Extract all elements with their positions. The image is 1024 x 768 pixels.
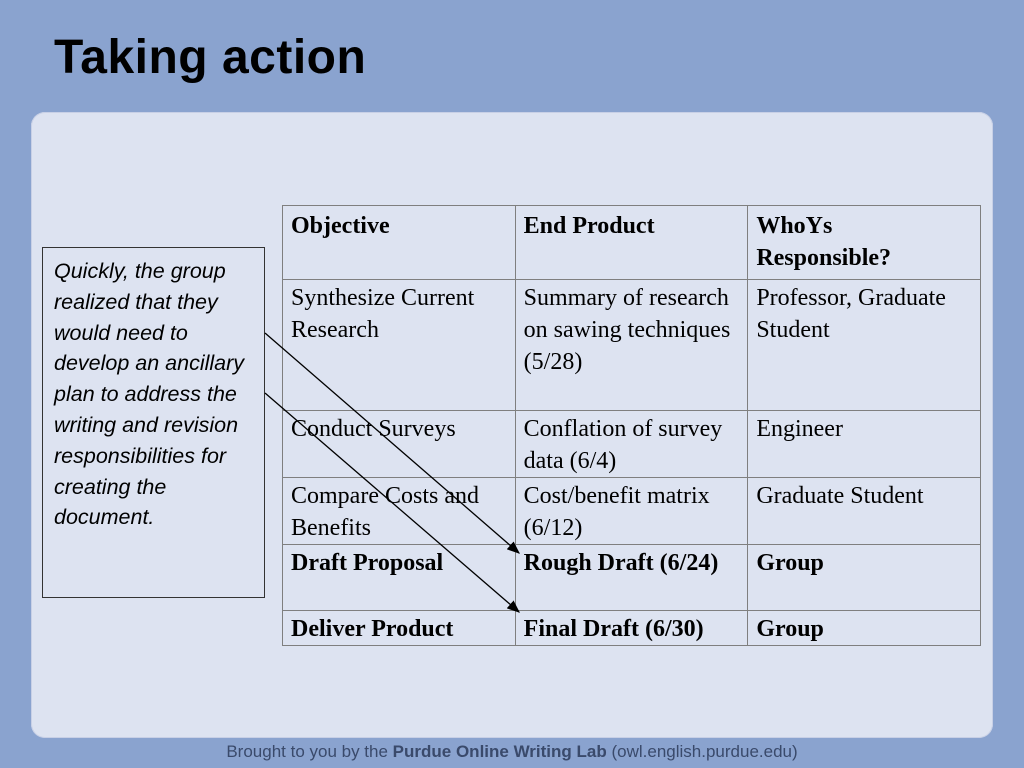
table-cell: Rough Draft (6/24) — [514, 544, 749, 611]
table-cell: Compare Costs and Benefits — [282, 477, 516, 545]
table-row: Compare Costs and Benefits Cost/benefit … — [282, 477, 981, 545]
table-row: Synthesize Current Research Summary of r… — [282, 279, 981, 411]
table-row: Draft Proposal Rough Draft (6/24) Group — [282, 544, 981, 611]
table-cell: Group — [747, 544, 981, 611]
table-cell: Final Draft (6/30) — [514, 610, 749, 646]
table-cell: Summary of research on sawing techniques… — [514, 279, 749, 411]
footer-suffix: (owl.english.purdue.edu) — [606, 742, 798, 761]
table-cell: Conduct Surveys — [282, 410, 516, 478]
table-cell: Professor, Graduate Student — [747, 279, 981, 411]
action-plan-table: Objective End Product WhoYs Responsible?… — [282, 205, 981, 646]
table-header-row: Objective End Product WhoYs Responsible? — [282, 205, 981, 280]
table-cell: Synthesize Current Research — [282, 279, 516, 411]
header-objective: Objective — [282, 205, 516, 280]
table-cell: Deliver Product — [282, 610, 516, 646]
table-cell: Draft Proposal — [282, 544, 516, 611]
slide-title: Taking action — [54, 31, 367, 84]
table-cell: Conflation of survey data (6/4) — [514, 410, 749, 478]
footer-prefix: Brought to you by the — [226, 742, 393, 761]
table-cell: Cost/benefit matrix (6/12) — [514, 477, 749, 545]
callout-box: Quickly, the group realized that they wo… — [42, 247, 265, 598]
footer-credit: Brought to you by the Purdue Online Writ… — [0, 742, 1024, 762]
table-cell: Graduate Student — [747, 477, 981, 545]
table-row: Conduct Surveys Conflation of survey dat… — [282, 410, 981, 478]
table-cell: Group — [747, 610, 981, 646]
footer-lab-name: Purdue Online Writing Lab — [392, 742, 607, 761]
table-cell: Engineer — [747, 410, 981, 478]
header-end-product: End Product — [514, 205, 749, 280]
header-responsible: WhoYs Responsible? — [747, 205, 981, 280]
table-row: Deliver Product Final Draft (6/30) Group — [282, 610, 981, 646]
